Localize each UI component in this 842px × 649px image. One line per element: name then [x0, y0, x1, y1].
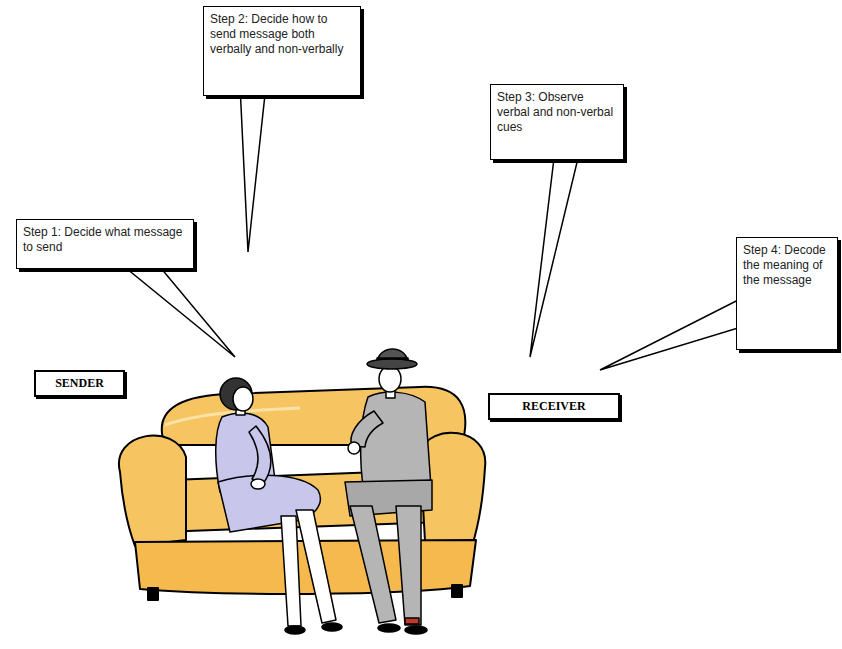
- woman-leg: [296, 510, 336, 623]
- callout-tail: [110, 255, 235, 357]
- man-face: [379, 366, 401, 392]
- man-leg: [396, 506, 421, 625]
- callout-tail: [240, 85, 266, 252]
- step-text: Step 4: Decode the meaning of the messag…: [743, 243, 831, 288]
- man-figure: [345, 349, 432, 634]
- man-shoe: [405, 626, 427, 634]
- woman-hair: [220, 378, 252, 410]
- man-shoe: [378, 624, 400, 632]
- callout-box: Step 2: Decide how to send message both …: [203, 6, 361, 96]
- woman-face: [233, 387, 253, 411]
- step-text: Step 2: Decide how to send message both …: [210, 12, 354, 57]
- woman-leg: [281, 516, 301, 626]
- callout-tail: [600, 295, 748, 370]
- role-label: SENDER: [55, 376, 104, 391]
- role-label-box: SENDER: [34, 370, 125, 397]
- woman-shoe: [322, 623, 342, 631]
- sofa-leg: [148, 588, 158, 600]
- sofa: [119, 387, 485, 600]
- man-leg: [350, 506, 396, 623]
- step-text: Step 3: Observe verbal and non-verbal cu…: [497, 90, 617, 135]
- callout-box: Step 1: Decide what message to send: [16, 219, 194, 269]
- callout-tail: [530, 150, 580, 357]
- man-sock: [405, 618, 419, 624]
- role-label: RECEIVER: [522, 399, 585, 414]
- woman-figure: [216, 378, 342, 634]
- callout-box: Step 3: Observe verbal and non-verbal cu…: [490, 84, 624, 160]
- role-label-box: RECEIVER: [488, 393, 620, 420]
- woman-arm: [249, 426, 271, 484]
- step-text: Step 1: Decide what message to send: [23, 225, 187, 255]
- woman-shoe: [285, 626, 305, 634]
- man-hand: [348, 442, 360, 454]
- sofa-leg: [452, 585, 462, 597]
- man-torso: [361, 392, 431, 492]
- sofa-arm: [119, 436, 186, 546]
- man-hat-brim: [367, 359, 417, 369]
- callout-box: Step 4: Decode the meaning of the messag…: [736, 237, 838, 350]
- woman-hand: [251, 479, 265, 489]
